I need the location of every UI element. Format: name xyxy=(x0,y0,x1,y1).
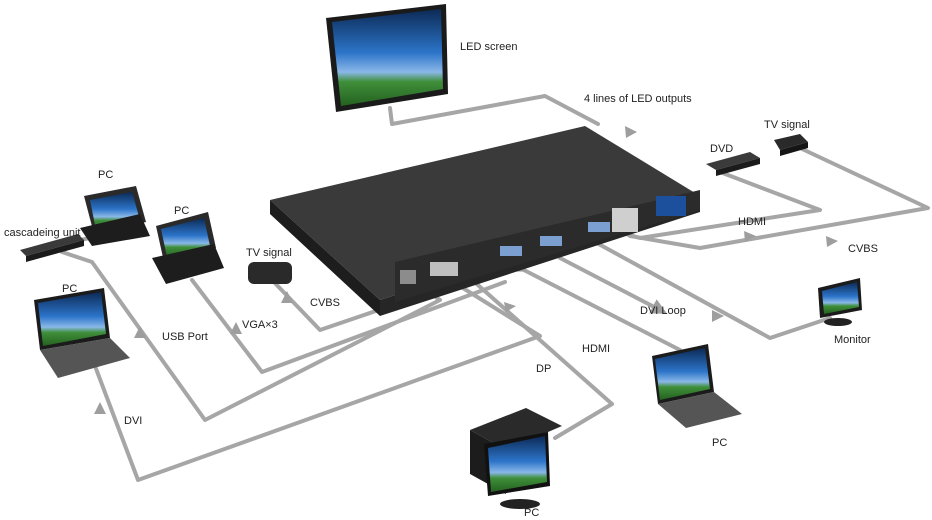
arrow-dp xyxy=(504,302,516,312)
arrow-usb xyxy=(134,326,146,338)
dvi-port xyxy=(430,262,458,276)
tv-box-left xyxy=(248,262,292,284)
port-block xyxy=(400,270,416,284)
arrow-monitor xyxy=(712,310,724,322)
cable-vga xyxy=(190,278,507,374)
arrow-cvbs-left xyxy=(281,291,293,303)
label-vga: VGA×3 xyxy=(242,319,278,331)
label-dvd: DVD xyxy=(710,143,733,155)
vga-port xyxy=(588,222,610,232)
monitor-device xyxy=(818,278,862,326)
label-pc-left-middle: PC xyxy=(174,205,189,217)
cable-led-output xyxy=(388,94,600,126)
tv-box-right xyxy=(774,134,808,156)
label-pc-top-left: PC xyxy=(98,169,113,181)
laptop-bottom-right xyxy=(652,344,742,428)
cable-cvbs-right xyxy=(628,146,930,250)
arrow-hdmi-top xyxy=(744,231,756,242)
laptop-left xyxy=(34,288,130,378)
arrow-cvbs-right xyxy=(826,236,838,247)
pc-bottom-device xyxy=(470,408,562,509)
arrow-dvi xyxy=(94,402,106,414)
label-tv-signal-right: TV signal xyxy=(764,119,810,131)
vga-port xyxy=(540,236,562,246)
label-pc-bottom: PC xyxy=(524,507,539,519)
labels: LED screen 4 lines of LED outputs TV sig… xyxy=(4,41,878,519)
label-usb-port: USB Port xyxy=(162,331,208,343)
power-socket xyxy=(656,196,686,216)
dvd-player xyxy=(706,152,760,176)
arrow-vga xyxy=(230,322,242,334)
pc-left-middle-device xyxy=(152,212,224,284)
pc-top-left-device xyxy=(80,186,150,246)
label-dvi-loop: DVI Loop xyxy=(640,305,686,317)
label-cvbs-left: CVBS xyxy=(310,297,340,309)
led-screen xyxy=(326,4,448,112)
vga-port xyxy=(500,246,522,256)
video-processor xyxy=(270,126,700,316)
cable-dvi-loop xyxy=(558,256,668,314)
label-pc-bottom-right: PC xyxy=(712,437,727,449)
arrowheads xyxy=(94,126,838,414)
label-tv-signal-left: TV signal xyxy=(246,247,292,259)
label-led-screen: LED screen xyxy=(460,41,517,53)
ethernet-ports xyxy=(612,208,638,232)
label-cvbs-right: CVBS xyxy=(848,243,878,255)
label-dp: DP xyxy=(536,363,551,375)
cable-hdmi-bottom xyxy=(509,257,682,352)
cable-monitor xyxy=(593,240,832,340)
label-pc-left: PC xyxy=(62,283,77,295)
label-cascading-unit: cascadeing unit xyxy=(4,227,80,239)
label-hdmi-top: HDMI xyxy=(738,216,766,228)
label-monitor: Monitor xyxy=(834,334,871,346)
cable-dvi xyxy=(90,278,542,482)
label-dvi: DVI xyxy=(124,415,142,427)
label-hdmi-bottom: HDMI xyxy=(582,343,610,355)
label-led-outputs: 4 lines of LED outputs xyxy=(584,93,692,105)
cascading-unit-device xyxy=(20,234,84,262)
arrow-led xyxy=(625,126,637,138)
